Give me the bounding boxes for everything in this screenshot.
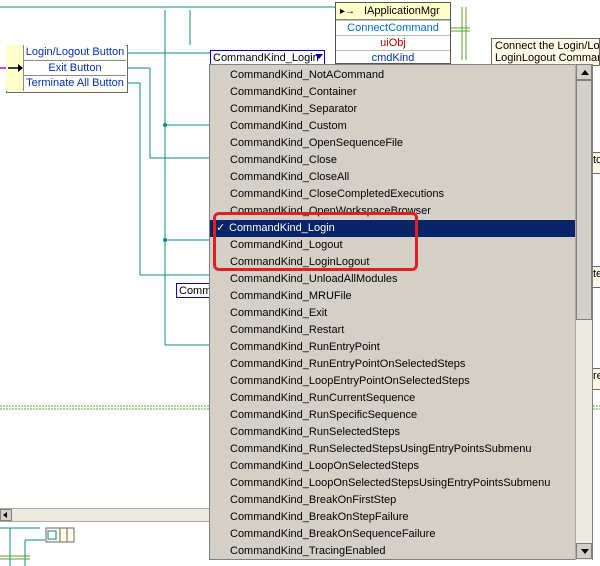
dropdown-item-label: CommandKind_BreakOnSequenceFailure — [230, 528, 436, 540]
dropdown-vertical-scrollbar[interactable] — [575, 64, 592, 560]
dropdown-item-label: CommandKind_CloseAll — [230, 171, 350, 183]
dropdown-item-label: CommandKind_Logout — [230, 239, 343, 251]
diagram-horizontal-scrollbar[interactable] — [0, 508, 210, 522]
dropdown-item-label: CommandKind_UnloadAllModules — [230, 273, 398, 285]
comment-label-connect: Connect the Login/Lo LoginLogout Comman — [491, 38, 600, 66]
scroll-left-button[interactable] — [0, 509, 12, 521]
dropdown-item[interactable]: CommandKind_LoopOnSelectedStepsUsingEntr… — [210, 475, 576, 492]
cluster-item-terminate-all[interactable]: Terminate All Button — [24, 75, 126, 90]
comment-text-mid-1: to — [593, 154, 600, 166]
annotation-highlight-box — [213, 212, 418, 271]
dropdown-item[interactable]: CommandKind_RunSelectedStepsUsingEntryPo… — [210, 441, 576, 458]
dropdown-item[interactable]: CommandKind_Separator — [210, 101, 576, 118]
dropdown-item[interactable]: CommandKind_NotACommand — [210, 67, 576, 84]
dropdown-item-label: CommandKind_Restart — [230, 324, 345, 336]
dropdown-item[interactable]: CommandKind_Close — [210, 152, 576, 169]
cluster-item-login-logout[interactable]: Login/Logout Button — [24, 45, 126, 59]
dropdown-item-label: CommandKind_RunEntryPointOnSelectedSteps — [230, 358, 466, 370]
comment-text-mid-3: re — [593, 370, 600, 382]
comment-line-2: LoginLogout Comman — [495, 52, 600, 64]
dropdown-item-label: CommandKind_LoopOnSelectedStepsUsingEntr… — [230, 477, 551, 489]
chevron-left-icon — [3, 512, 7, 518]
dropdown-item-label: CommandKind_Container — [230, 86, 357, 98]
dropdown-item[interactable]: CommandKind_RunSpecificSequence — [210, 407, 576, 424]
dropdown-item-label: CommandKind_MRUFile — [230, 290, 352, 302]
dropdown-item[interactable]: CommandKind_BreakOnStepFailure — [210, 509, 576, 526]
dropdown-item-label: CommandKind_BreakOnFirstStep — [230, 494, 397, 506]
comment-label-mid-1: to — [592, 152, 600, 174]
command-kind-enum-constant-2[interactable]: Comman — [176, 283, 216, 298]
dropdown-item-label: CommandKind_Separator — [230, 103, 358, 115]
comment-text-mid-2: te — [593, 268, 600, 280]
dropdown-item-label: CommandKind_RunEntryPoint — [230, 341, 380, 353]
cluster-tab — [6, 45, 24, 91]
invoke-node-title: IApplicationMgr — [364, 5, 440, 17]
comment-line-1: Connect the Login/Lo — [495, 40, 600, 52]
comment-label-mid-3: re — [592, 368, 600, 390]
comment-label-mid-2: te — [592, 266, 600, 288]
dropdown-item[interactable]: CommandKind_Exit — [210, 305, 576, 322]
dropdown-arrow-icon[interactable] — [315, 54, 323, 59]
dropdown-item[interactable]: CommandKind_LoopOnSelectedSteps — [210, 458, 576, 475]
dropdown-item-label: CommandKind_LoopEntryPointOnSelectedStep… — [230, 375, 470, 387]
invoke-method-connect-command[interactable]: ConnectCommand — [336, 20, 450, 35]
dropdown-item[interactable]: CommandKind_Logout — [210, 237, 576, 254]
dropdown-item[interactable]: CommandKind_CloseCompletedExecutions — [210, 186, 576, 203]
checkmark-icon: ✓ — [216, 222, 226, 234]
invoke-param-cmdkind[interactable]: cmdKind — [336, 50, 450, 65]
dropdown-item[interactable]: CommandKind_MRUFile — [210, 288, 576, 305]
dropdown-item[interactable]: CommandKind_RunEntryPointOnSelectedSteps — [210, 356, 576, 373]
scroll-up-button[interactable] — [576, 64, 592, 80]
dropdown-item[interactable]: CommandKind_LoopEntryPointOnSelectedStep… — [210, 373, 576, 390]
dropdown-item[interactable]: CommandKind_Container — [210, 84, 576, 101]
invoke-node-header: ▸→ IApplicationMgr — [336, 3, 450, 20]
command-kind-enum-constant[interactable]: CommandKind_Login — [210, 50, 325, 65]
dropdown-item-label: CommandKind_RunSelectedSteps — [230, 426, 400, 438]
dropdown-item-label: CommandKind_NotACommand — [230, 69, 385, 81]
dropdown-item-label: CommandKind_LoopOnSelectedSteps — [230, 460, 419, 472]
scroll-thumb[interactable] — [576, 80, 592, 320]
dropdown-item[interactable]: CommandKind_UnloadAllModules — [210, 271, 576, 288]
enum-constant-2-value: Comman — [179, 285, 215, 297]
dropdown-item[interactable]: CommandKind_Restart — [210, 322, 576, 339]
dropdown-item-label: CommandKind_BreakOnStepFailure — [230, 511, 409, 523]
dropdown-item-label: CommandKind_Exit — [230, 307, 328, 319]
invoke-node-application-mgr[interactable]: ▸→ IApplicationMgr ConnectCommand uiObj c… — [335, 2, 451, 64]
dropdown-item-label: CommandKind_LoginLogout — [230, 256, 370, 268]
chevron-up-icon — [581, 70, 589, 75]
dropdown-item-label: CommandKind_TracingEnabled — [230, 545, 386, 557]
cluster-arrow-icon — [8, 64, 23, 72]
dropdown-item-label: CommandKind_RunCurrentSequence — [230, 392, 416, 404]
dropdown-item-label: CommandKind_Custom — [230, 120, 347, 132]
dropdown-item[interactable]: CommandKind_BreakOnFirstStep — [210, 492, 576, 509]
method-arrow-icon: ▸→ — [340, 6, 356, 17]
dropdown-item-label: CommandKind_OpenSequenceFile — [230, 137, 404, 149]
invoke-param-uiobj[interactable]: uiObj — [336, 35, 450, 50]
dropdown-item[interactable]: CommandKind_OpenSequenceFile — [210, 135, 576, 152]
dropdown-item-label: CommandKind_Login — [229, 222, 335, 234]
dropdown-item-label: CommandKind_CloseCompletedExecutions — [230, 188, 445, 200]
dropdown-item-label: CommandKind_RunSelectedStepsUsingEntryPo… — [230, 443, 532, 455]
scroll-down-button[interactable] — [576, 543, 592, 559]
dropdown-item[interactable]: CommandKind_RunCurrentSequence — [210, 390, 576, 407]
dropdown-item[interactable]: CommandKind_LoginLogout — [210, 254, 576, 271]
dropdown-item[interactable]: CommandKind_RunSelectedSteps — [210, 424, 576, 441]
dropdown-item[interactable]: ✓CommandKind_Login — [210, 220, 576, 237]
dropdown-item[interactable]: CommandKind_Custom — [210, 118, 576, 135]
dropdown-item-label: CommandKind_RunSpecificSequence — [230, 409, 418, 421]
dropdown-item-label: CommandKind_Close — [230, 154, 337, 166]
enum-constant-value: CommandKind_Login — [213, 52, 319, 64]
dropdown-item[interactable]: CommandKind_CloseAll — [210, 169, 576, 186]
chevron-down-icon — [581, 549, 589, 554]
dropdown-item[interactable]: CommandKind_BreakOnSequenceFailure — [210, 526, 576, 543]
dropdown-item[interactable]: CommandKind_RunEntryPoint — [210, 339, 576, 356]
cluster-item-exit[interactable]: Exit Button — [24, 60, 126, 75]
dropdown-item[interactable]: CommandKind_TracingEnabled — [210, 543, 576, 559]
